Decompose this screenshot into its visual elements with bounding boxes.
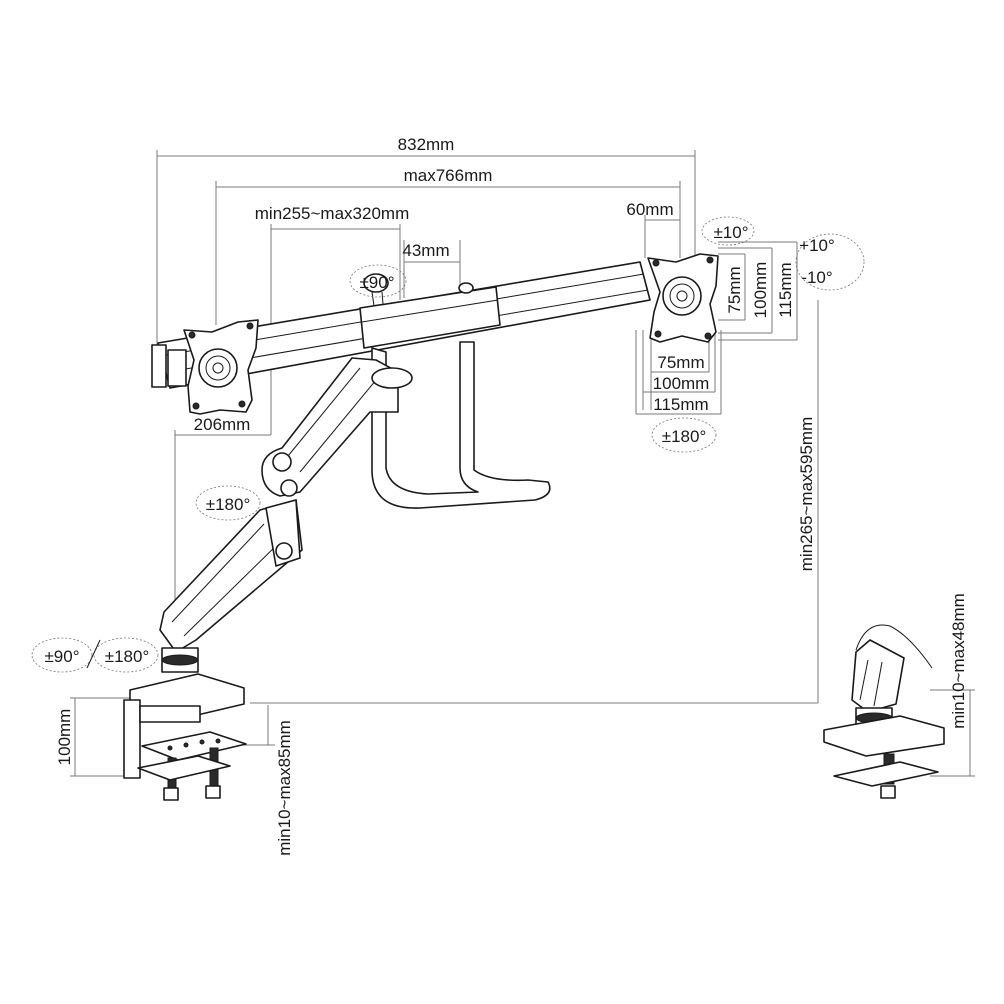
label-height-range: min265~max595mm bbox=[797, 417, 816, 572]
right-vesa-plate bbox=[647, 253, 719, 343]
label-vesa-75-v: 75mm bbox=[725, 266, 744, 313]
label-tilt-small: ±10° bbox=[713, 223, 748, 242]
label-tilt-up: +10° bbox=[799, 236, 835, 255]
label-bar-rotate: ±90° bbox=[359, 273, 394, 292]
rotation-labels: ±10° +10° -10° ±90° ±180° ±180° ±90° ±18… bbox=[44, 223, 834, 666]
desk-clamp bbox=[123, 647, 247, 801]
label-vesa-115-h: 115mm bbox=[653, 395, 708, 414]
label-desk-thickness: min10~max85mm bbox=[275, 720, 294, 856]
rotation-markers bbox=[31, 216, 865, 673]
lower-arm bbox=[159, 499, 303, 653]
label-vesa-115-v: 115mm bbox=[776, 262, 795, 317]
label-arm-reach: min255~max320mm bbox=[255, 204, 410, 223]
label-offset-43: 43mm bbox=[402, 241, 449, 260]
label-vesa-rotate: ±180° bbox=[662, 427, 707, 446]
label-clamp-height: 100mm bbox=[55, 709, 74, 766]
label-total-width: 832mm bbox=[398, 135, 455, 154]
label-vesa-75-h: 75mm bbox=[657, 353, 704, 372]
label-elbow-rotate: ±180° bbox=[206, 495, 251, 514]
label-base-rotate-180: ±180° bbox=[105, 647, 150, 666]
dimension-labels: 832mm max766mm min255~max320mm 60mm 43mm… bbox=[55, 135, 968, 856]
crossbar bbox=[151, 261, 651, 389]
left-vesa-plate bbox=[183, 319, 259, 415]
label-vesa-100-v: 100mm bbox=[751, 262, 770, 319]
grommet-mount bbox=[823, 624, 945, 799]
label-base-rotate-90: ±90° bbox=[44, 647, 79, 666]
label-offset-60: 60mm bbox=[626, 200, 673, 219]
label-grommet-thickness: min10~max48mm bbox=[949, 593, 968, 729]
label-tilt-down: -10° bbox=[801, 268, 832, 287]
label-vesa-100-h: 100mm bbox=[653, 374, 710, 393]
carry-handle bbox=[371, 341, 551, 509]
label-vesa-span: max766mm bbox=[404, 166, 493, 185]
label-offset-206: 206mm bbox=[194, 415, 251, 434]
upper-arm bbox=[261, 357, 413, 497]
